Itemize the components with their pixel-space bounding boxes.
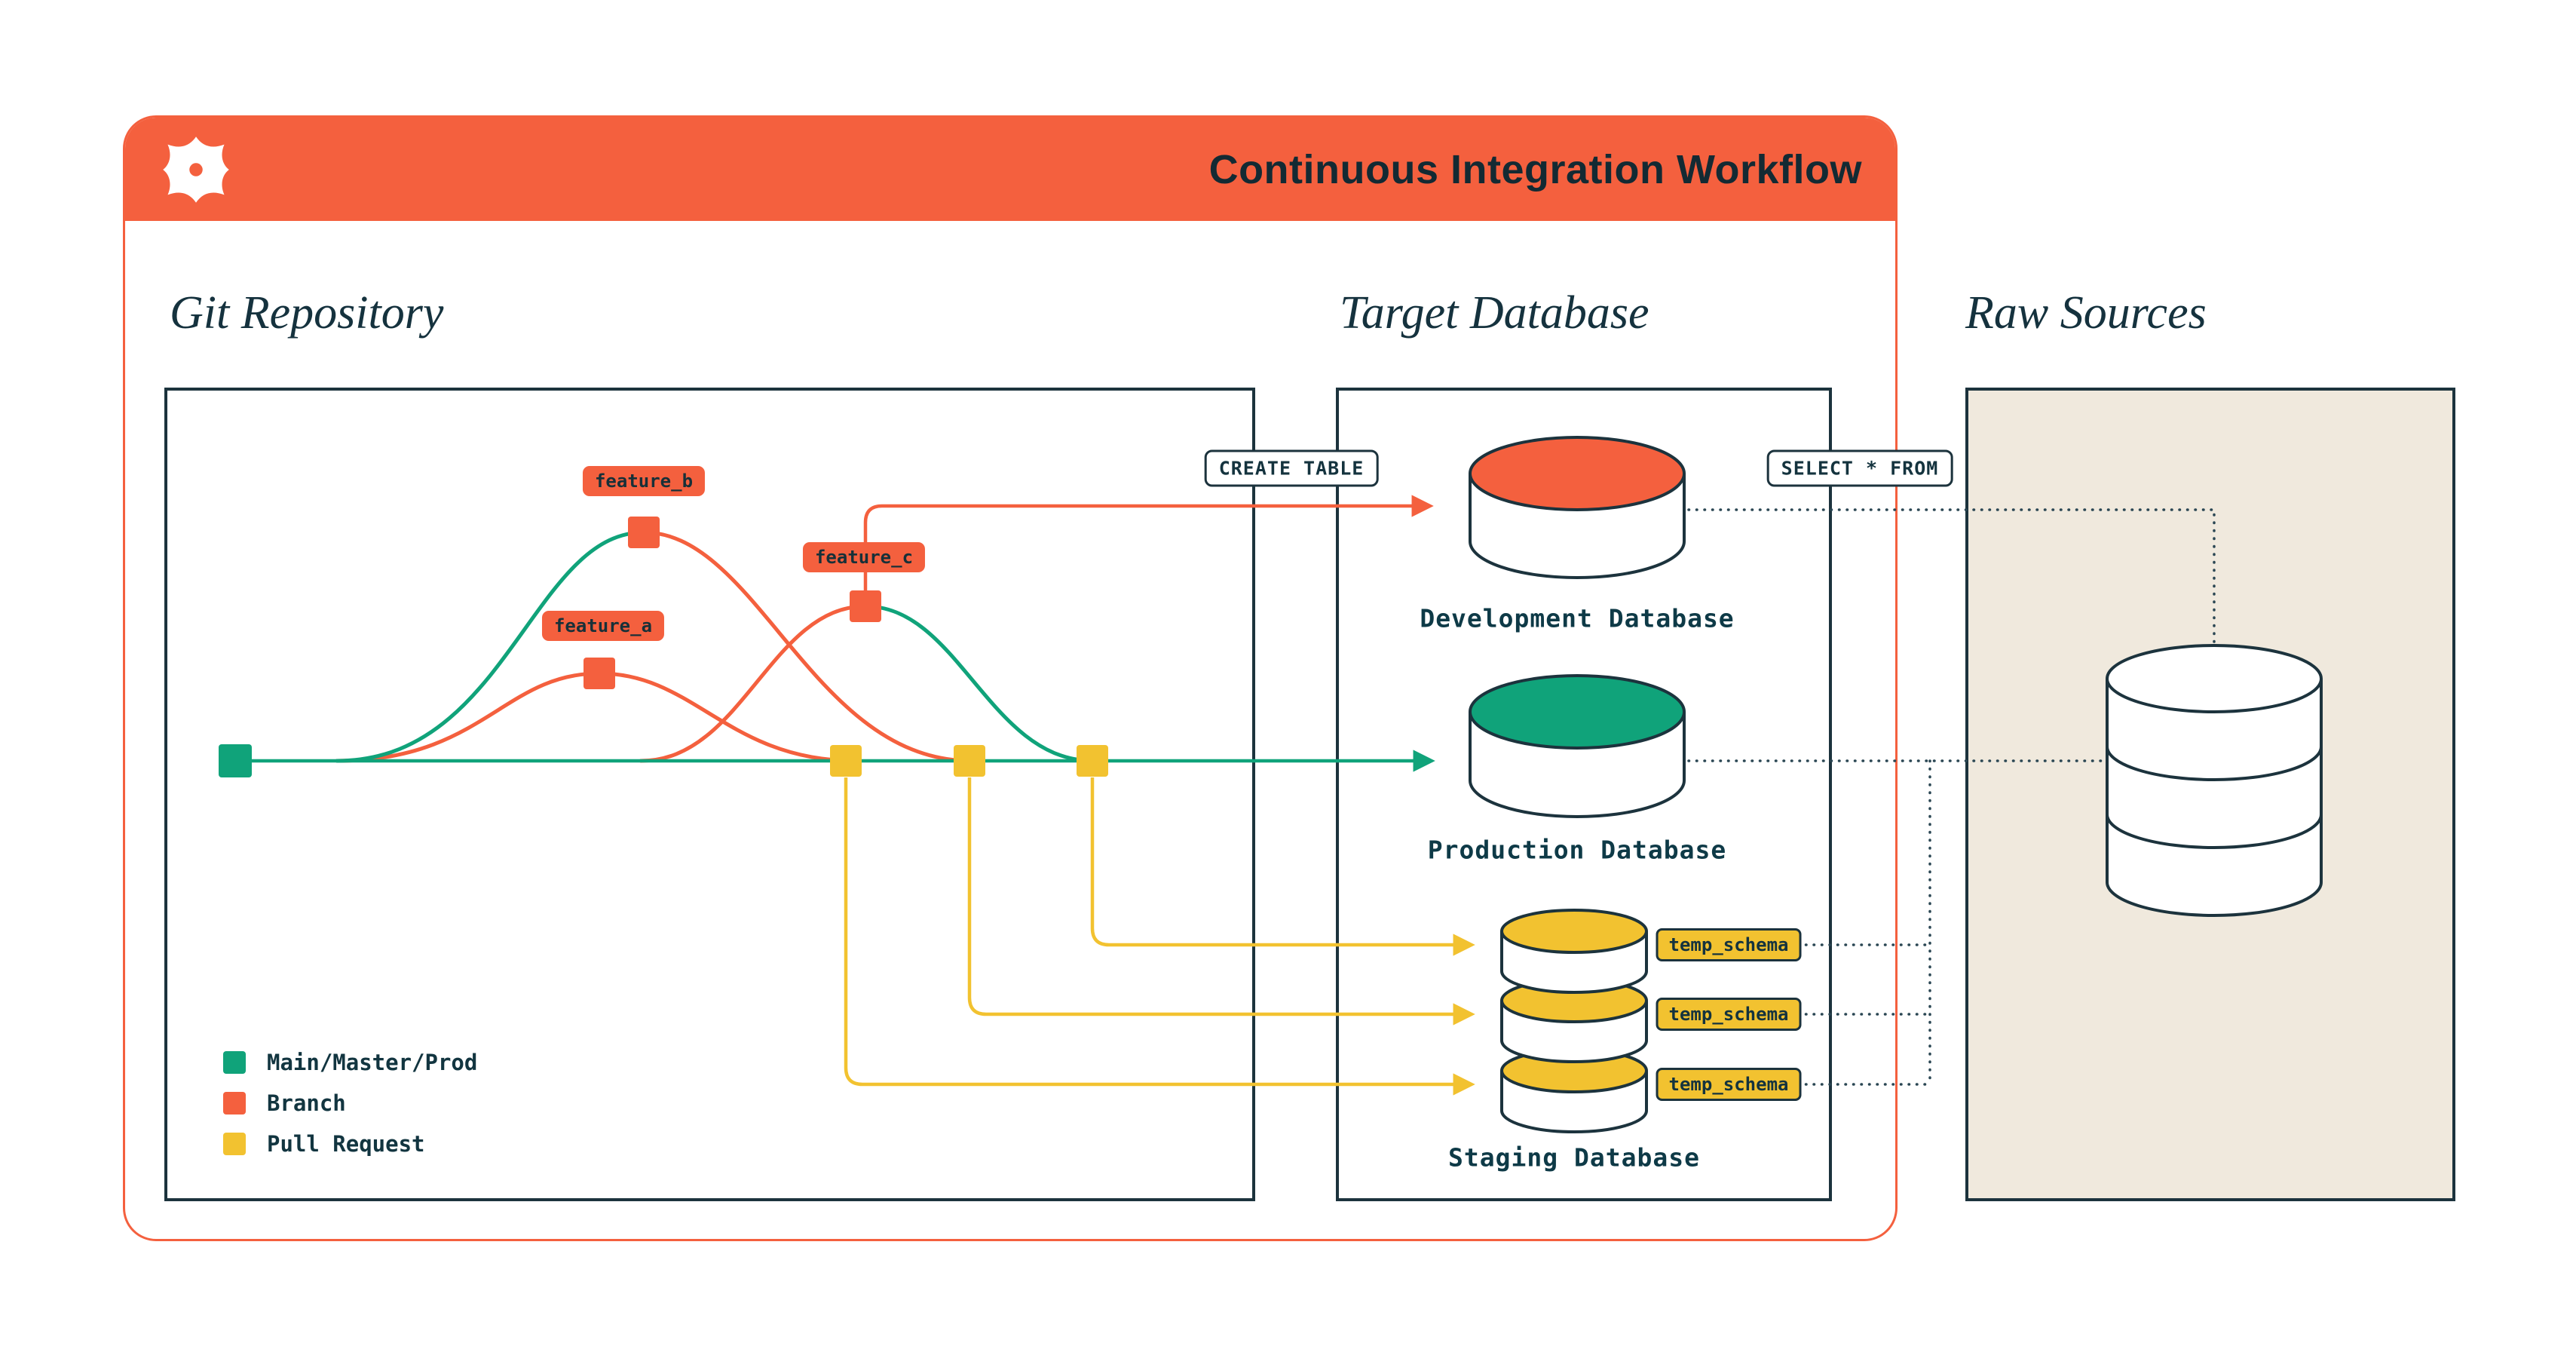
legend-swatch-branch xyxy=(223,1092,246,1115)
legend-item-branch: Branch xyxy=(223,1090,477,1116)
schema-badge-temp-1: temp_schema xyxy=(1656,928,1802,961)
legend-label-main: Main/Master/Prod xyxy=(267,1050,478,1075)
legend-item-main: Main/Master/Prod xyxy=(223,1050,477,1075)
op-badge-create-table: CREATE TABLE xyxy=(1204,449,1379,487)
schema-badge-temp-2: temp_schema xyxy=(1656,998,1802,1031)
op-badge-select-from: SELECT * FROM xyxy=(1766,449,1953,487)
db-label-development: Development Database xyxy=(1420,603,1735,633)
dbt-logo-icon xyxy=(163,136,229,203)
header-title: Continuous Integration Workflow xyxy=(1208,146,1862,192)
schema-badge-temp-3: temp_schema xyxy=(1656,1068,1802,1101)
legend-swatch-main xyxy=(223,1051,246,1074)
legend-label-branch: Branch xyxy=(267,1090,346,1116)
raw-sources-panel xyxy=(1965,388,2455,1201)
branch-badge-feature-a: feature_a xyxy=(541,611,665,641)
section-label-target-database: Target Database xyxy=(1340,287,1649,339)
db-label-production: Production Database xyxy=(1427,835,1727,865)
section-label-git-repository: Git Repository xyxy=(170,287,444,339)
legend: Main/Master/Prod Branch Pull Request xyxy=(223,1050,477,1172)
card-header: Continuous Integration Workflow xyxy=(125,118,1895,221)
branch-badge-feature-b: feature_b xyxy=(582,466,706,496)
section-label-raw-sources: Raw Sources xyxy=(1965,287,2207,339)
legend-item-pull-request: Pull Request xyxy=(223,1131,477,1157)
db-label-staging: Staging Database xyxy=(1448,1142,1700,1173)
legend-swatch-pull-request xyxy=(223,1133,246,1155)
branch-badge-feature-c: feature_c xyxy=(802,542,926,572)
legend-label-pull-request: Pull Request xyxy=(267,1131,425,1157)
